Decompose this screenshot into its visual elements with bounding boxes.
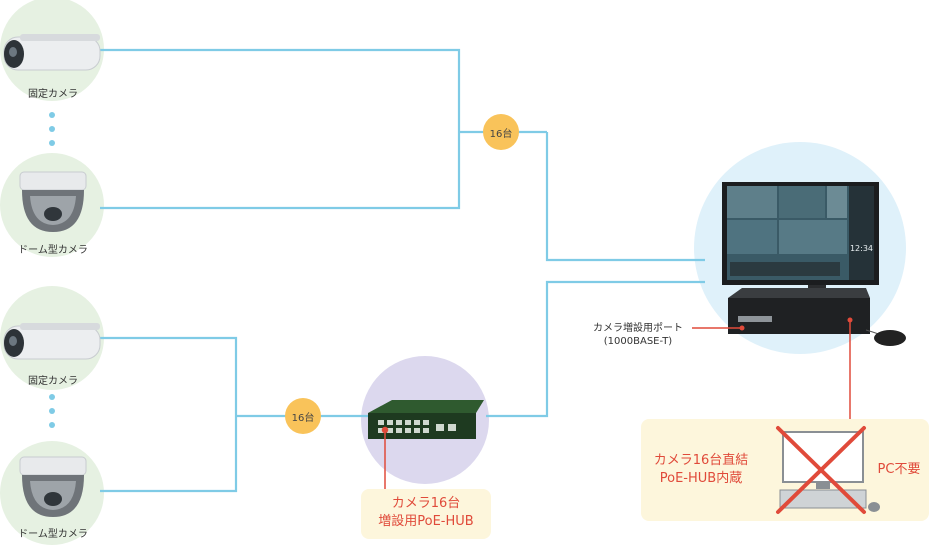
mouse-icon [874, 330, 906, 346]
hub-caption: カメラ16台 増設用PoE-HUB [361, 495, 491, 531]
port-callout-dot [739, 325, 745, 331]
dome-camera-icon [19, 171, 87, 232]
dome-camera-label: ドーム型カメラ [18, 529, 88, 540]
callout-line1: カメラ16台直結 [653, 453, 749, 468]
hub-caption-line1: カメラ16台 [391, 496, 461, 511]
recorder-device [728, 288, 870, 334]
hub-caption-line2: 増設用PoE-HUB [378, 514, 474, 529]
hub-callout-line [381, 426, 389, 490]
monitor-icon [722, 182, 879, 299]
port-label: カメラ増設用ポート (1000BASE-T) [584, 322, 692, 348]
ellipsis-dots [49, 112, 55, 428]
count-badge-bottom: 16台 [285, 398, 321, 434]
port-label-line2: (1000BASE-T) [603, 336, 673, 347]
screen-time: 12:34 [849, 244, 874, 253]
fixed-camera-label: 固定カメラ [28, 89, 78, 100]
fixed-camera-icon [3, 323, 101, 360]
callout-line2: PoE-HUB内蔵 [659, 471, 743, 486]
connection-lines [100, 48, 705, 493]
dome-camera-label: ドーム型カメラ [18, 245, 88, 256]
fixed-camera-icon [3, 34, 101, 71]
port-label-line1: カメラ増設用ポート [593, 323, 683, 334]
cross-mark-icon [776, 426, 866, 514]
dome-camera-icon [19, 456, 87, 517]
hub-caption-box [361, 489, 491, 539]
fixed-camera-label: 固定カメラ [28, 376, 78, 387]
pc-not-required-label: PC不要 [877, 462, 921, 477]
poe-hub-device [368, 400, 484, 439]
callout-text: カメラ16台直結 PoE-HUB内蔵 [646, 452, 756, 488]
recorder-callout-dot [847, 317, 853, 323]
count-badge-top: 16台 [483, 114, 519, 150]
